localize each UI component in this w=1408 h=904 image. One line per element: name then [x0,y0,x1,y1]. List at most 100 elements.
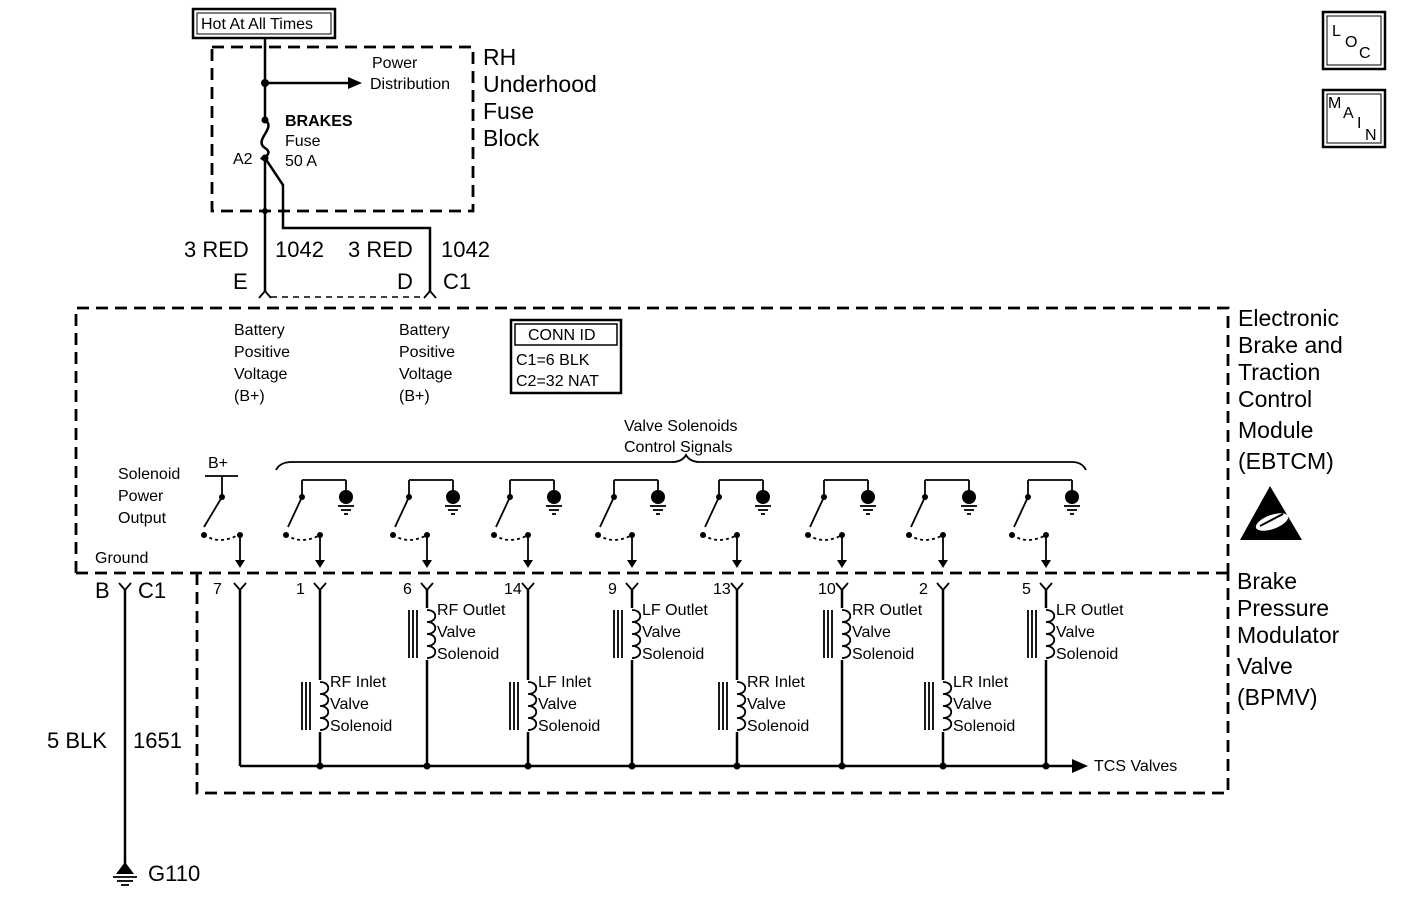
svg-text:Solenoid: Solenoid [642,646,704,663]
tcs-valves-label: TCS Valves [1094,758,1177,775]
ebtcm-title: Electronic Brake and Traction Control Mo… [1238,305,1343,474]
ground-wire-color: 5 BLK [47,728,107,753]
svg-text:Solenoid: Solenoid [852,646,914,663]
bpmv-pin-2: 2 [919,581,928,598]
ground-icon [113,862,137,886]
svg-text:Voltage: Voltage [234,366,287,383]
svg-text:CONN ID: CONN ID [528,327,596,344]
svg-text:Valve: Valve [1237,653,1293,679]
svg-text:Solenoid: Solenoid [437,646,499,663]
svg-text:Pressure: Pressure [1237,595,1329,621]
wire-e-color: 3 RED [184,237,249,262]
svg-text:Block: Block [483,125,540,151]
bpmv-pin-14: 14 [504,581,522,598]
svg-text:(BPMV): (BPMV) [1237,684,1318,710]
svg-text:Underhood: Underhood [483,71,597,97]
bpmv-pin-6: 6 [403,581,412,598]
esd-warning-icon [1240,486,1302,540]
svg-text:Solenoid: Solenoid [538,718,600,735]
svg-text:LF Outlet: LF Outlet [642,602,708,619]
svg-text:C: C [1359,45,1371,62]
svg-text:50 A: 50 A [285,153,317,170]
svg-text:Module: Module [1238,417,1313,443]
svg-text:Fuse: Fuse [285,133,321,150]
tcs-arrow [1072,759,1088,773]
wire-d-color: 3 RED [348,237,413,262]
fuse-icon [260,118,270,160]
svg-text:Traction: Traction [1238,359,1320,385]
svg-text:Control Signals: Control Signals [624,439,733,456]
svg-text:Positive: Positive [234,344,290,361]
svg-text:RR Inlet: RR Inlet [747,674,805,691]
svg-text:Distribution: Distribution [370,76,450,93]
connector-c1-top: C1 [443,269,471,294]
svg-text:Solenoid: Solenoid [953,718,1015,735]
svg-text:Valve: Valve [1056,624,1095,641]
bplus-label: B+ [208,455,228,472]
control-switch-5: 13 [700,479,771,770]
svg-text:L: L [1332,23,1341,40]
fuse-block-outline [210,45,475,213]
svg-text:Control: Control [1238,386,1312,412]
pin-b: B [95,578,110,603]
svg-text:Solenoid: Solenoid [330,718,392,735]
solenoid-power-label: Solenoid [118,466,180,483]
svg-text:(B+): (B+) [399,388,430,405]
control-signals-brace [275,453,1087,471]
svg-text:A: A [1343,105,1354,122]
control-switch-6: 10 [805,479,876,770]
svg-text:LR Outlet: LR Outlet [1056,602,1124,619]
ground-id: G110 [148,861,200,886]
svg-text:Solenoid: Solenoid [1056,646,1118,663]
wire-d-circuit: 1042 [441,237,490,262]
bpmv-pin-9: 9 [608,581,617,598]
pin-d: D [397,269,413,294]
control-switch-3: 14 [491,479,562,770]
svg-text:RH: RH [483,44,516,70]
wire-e-circuit: 1042 [275,237,324,262]
svg-text:Valve: Valve [852,624,891,641]
svg-text:I: I [1357,115,1361,132]
svg-text:Valve: Valve [538,696,577,713]
fuse-label: BRAKES [285,113,353,130]
svg-text:(B+): (B+) [234,388,265,405]
bpmv-pin-10: 10 [818,581,836,598]
battery-voltage-label-2: Battery Positive Voltage (B+) [399,322,455,405]
svg-text:RR Outlet: RR Outlet [852,602,923,619]
svg-text:Valve: Valve [437,624,476,641]
control-switch-1: 1 [283,479,354,770]
svg-text:C1=6 BLK: C1=6 BLK [516,352,590,369]
bpmv-pin-1: 1 [296,581,305,598]
battery-voltage-label-1: Battery Positive Voltage (B+) [234,322,290,405]
fuse-terminal: A2 [233,151,253,168]
bpmv-pin-13: 13 [713,581,731,598]
svg-text:Solenoid: Solenoid [747,718,809,735]
svg-text:Brake and: Brake and [1238,332,1343,358]
svg-text:Modulator: Modulator [1237,622,1340,648]
svg-text:Power: Power [118,488,164,505]
svg-text:RF Outlet: RF Outlet [437,602,506,619]
svg-text:Valve: Valve [747,696,786,713]
bpmv-pin-5: 5 [1022,581,1031,598]
bpmv-outline [76,571,1230,795]
svg-text:Output: Output [118,510,167,527]
loc-button[interactable]: L O C [1321,10,1387,71]
power-distribution-arrow [348,77,362,89]
hot-label: Hot At All Times [201,16,313,33]
svg-text:Valve: Valve [330,696,369,713]
svg-text:Brake: Brake [1237,568,1297,594]
svg-text:Battery: Battery [234,322,285,339]
main-button[interactable]: M A I N [1321,88,1387,149]
svg-text:(EBTCM): (EBTCM) [1238,448,1334,474]
pin-e: E [233,269,248,294]
svg-text:Fuse: Fuse [483,98,534,124]
conn-id-table: CONN ID C1=6 BLK C2=32 NAT [509,318,623,395]
